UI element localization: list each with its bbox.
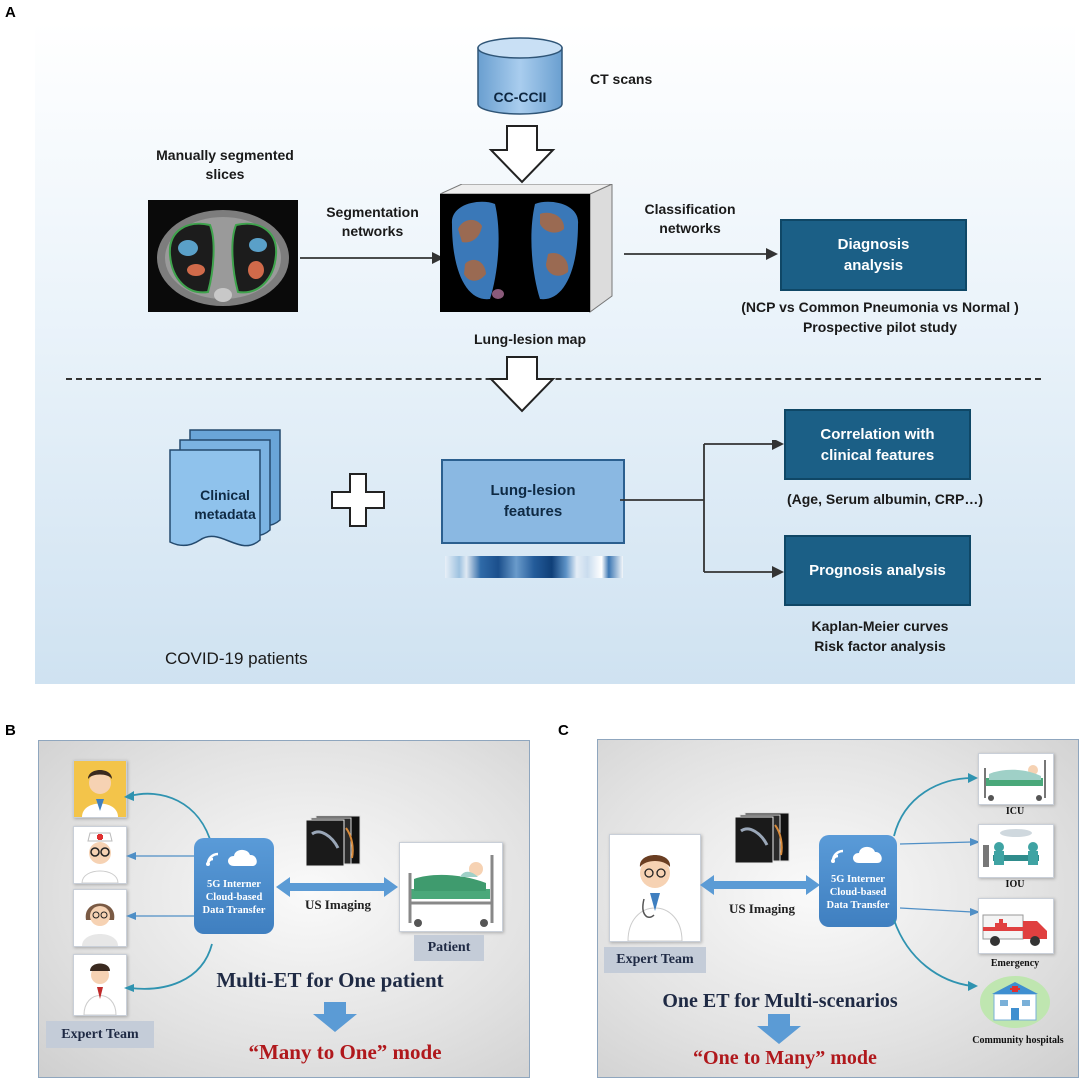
icu-label: ICU bbox=[1005, 806, 1025, 817]
expert-doctor-icon bbox=[609, 834, 701, 942]
wifi-cloud-icon bbox=[206, 849, 257, 866]
manual-slices-label: Manually segmented slices bbox=[156, 147, 294, 182]
expert-team-tag: Expert Team bbox=[604, 947, 706, 973]
bidirectional-arrow bbox=[700, 875, 820, 895]
bidirectional-arrow bbox=[276, 877, 398, 897]
lung-lesion-map-image bbox=[440, 184, 613, 313]
community-hospitals-label: Community hospitals bbox=[972, 1035, 1064, 1046]
prognosis-note-1: Kaplan-Meier curves bbox=[811, 618, 949, 634]
prognosis-text: Prognosis analysis bbox=[809, 562, 946, 579]
classification-networks-label: Classification networks bbox=[644, 201, 736, 236]
clinical-metadata-label: Clinical metadata bbox=[194, 487, 256, 522]
down-arrow-icon bbox=[488, 125, 556, 184]
cloud-transfer-text: 5G Interner Cloud-based Data Transfer bbox=[202, 879, 266, 917]
us-imaging-label: US Imaging bbox=[304, 897, 372, 912]
diagnosis-analysis-text: Diagnosis analysis bbox=[837, 236, 910, 274]
operating-room-icon bbox=[978, 824, 1054, 878]
lung-lesion-features-box: Lung-lesion features bbox=[441, 459, 625, 544]
cloud-transfer-box: 5G Interner Cloud-based Data Transfer bbox=[819, 835, 897, 927]
diagnosis-note-1: (NCP vs Common Pneumonia vs Normal ) bbox=[741, 299, 1019, 315]
panel-b-title: Multi-ET for One patient bbox=[216, 968, 444, 992]
panel-b-mode: “Many to One” mode bbox=[248, 1040, 442, 1064]
emergency-label: Emergency bbox=[990, 958, 1040, 969]
arrow-to-diagnosis bbox=[624, 248, 778, 260]
down-arrow-icon bbox=[757, 1014, 801, 1044]
us-imaging-label: US Imaging bbox=[728, 901, 796, 916]
nurse-avatar-icon bbox=[73, 826, 127, 884]
community-hospital-icon bbox=[980, 976, 1050, 1028]
down-arrow-icon bbox=[313, 1002, 357, 1032]
iou-label: IOU bbox=[1005, 879, 1025, 890]
cloud-transfer-box: 5G Interner Cloud-based Data Transfer bbox=[194, 838, 274, 934]
lung-lesion-features-text: Lung-lesion features bbox=[490, 482, 576, 520]
senior-doctor-avatar-icon bbox=[73, 889, 127, 947]
expert-link-arrows bbox=[124, 791, 213, 992]
prognosis-box: Prognosis analysis bbox=[784, 535, 971, 606]
segmentation-networks-label: Segmentation networks bbox=[326, 204, 419, 239]
panel-a-letter: A bbox=[5, 4, 16, 21]
branch-arrows bbox=[620, 440, 784, 578]
panel-c-title: One ET for Multi-scenarios bbox=[662, 990, 898, 1012]
us-imaging-thumbnail bbox=[306, 815, 361, 867]
covid-patients-label: COVID-19 patients bbox=[165, 649, 308, 668]
prognosis-note-2: Risk factor analysis bbox=[814, 638, 946, 654]
clinical-metadata-stack bbox=[169, 429, 281, 547]
patient-tag: Patient bbox=[414, 935, 484, 961]
scenario-link-arrows bbox=[893, 773, 980, 991]
young-doctor-avatar-icon bbox=[73, 954, 127, 1016]
wifi-cloud-icon bbox=[831, 846, 882, 863]
database-label: CC-CCII bbox=[493, 89, 547, 105]
patient-bed-icon bbox=[399, 842, 503, 932]
correlation-text: Correlation with clinical features bbox=[820, 425, 935, 464]
database-cylinder bbox=[477, 37, 563, 115]
cloud-transfer-text: 5G Interner Cloud-based Data Transfer bbox=[826, 874, 890, 912]
plus-icon bbox=[331, 473, 385, 527]
correlation-note: (Age, Serum albumin, CRP…) bbox=[786, 491, 984, 507]
panel-b-letter: B bbox=[5, 722, 16, 739]
us-imaging-thumbnail bbox=[735, 812, 790, 864]
panel-c-letter: C bbox=[558, 722, 569, 739]
lung-lesion-map-label: Lung-lesion map bbox=[474, 331, 586, 347]
ct-scans-label: CT scans bbox=[590, 71, 653, 87]
correlation-box: Correlation with clinical features bbox=[784, 409, 971, 480]
ambulance-icon bbox=[978, 898, 1054, 954]
diagnosis-note-2: Prospective pilot study bbox=[802, 319, 958, 335]
feature-heatmap-strip bbox=[445, 556, 623, 578]
down-arrow-icon bbox=[488, 356, 556, 413]
icu-icon bbox=[978, 753, 1054, 805]
ct-slice-image bbox=[148, 200, 298, 312]
diagnosis-analysis-box: Diagnosis analysis bbox=[780, 219, 967, 291]
panel-c-mode: “One to Many” mode bbox=[693, 1047, 877, 1069]
arrow-to-map bbox=[300, 252, 444, 264]
doctor-avatar-icon bbox=[73, 760, 127, 818]
expert-team-tag: Expert Team bbox=[46, 1021, 154, 1048]
